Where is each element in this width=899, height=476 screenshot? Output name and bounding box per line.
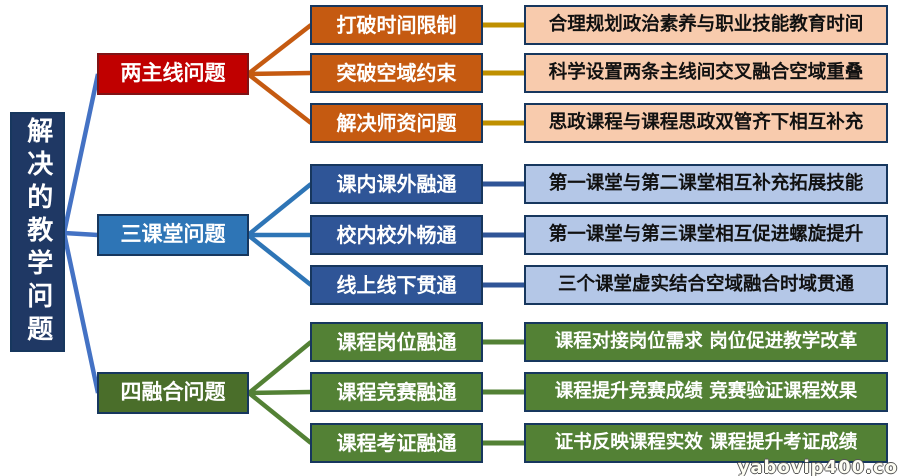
desc-three-classrooms-merge: 三个课堂虚实结合空域融合时域贯通	[524, 265, 888, 305]
branch-two-mainlines: 两主线问题	[97, 53, 249, 95]
connector-branch0-item0	[246, 23, 313, 76]
sub-node-online-offline: 线上线下贯通	[310, 265, 483, 305]
desc-first-second-classroom: 第一课堂与第二课堂相互补充拓展技能	[524, 164, 888, 204]
connector-branch0-item2	[246, 72, 313, 125]
sub-node-course-certificate: 课程考证融通	[310, 423, 483, 463]
root-node-title: 解决的教学问题	[10, 112, 65, 352]
sub-node-course-competition: 课程竞赛融通	[310, 372, 483, 412]
connector-root-branch-2	[61, 232, 101, 394]
connector-branch1-item0	[246, 182, 313, 237]
sub-node-break-space-limit: 突破空域约束	[310, 53, 483, 93]
sub-node-solve-teacher-issue: 解决师资问题	[310, 103, 483, 143]
connector-branch2-item0	[247, 340, 313, 395]
branch-four-integrations: 四融合问题	[97, 372, 249, 414]
desc-course-competition-score: 课程提升竞赛成绩 竞赛验证课程效果	[524, 372, 888, 412]
desc-first-third-classroom: 第一课堂与第三课堂相互促进螺旋提升	[524, 215, 888, 255]
connector-branch1-item2	[246, 233, 313, 287]
sub-node-in-out-class: 课内课外融通	[310, 164, 483, 204]
desc-plan-time: 合理规划政治素养与职业技能教育时间	[524, 5, 888, 45]
sub-node-in-out-school: 校内校外畅通	[310, 215, 483, 255]
sub-node-course-post: 课程岗位融通	[310, 322, 483, 362]
connector-root-branch-0	[61, 73, 101, 234]
desc-ideology-courses: 思政课程与课程思政双管齐下相互补充	[524, 103, 888, 143]
branch-three-classrooms: 三课堂问题	[97, 214, 249, 256]
sub-node-break-time-limit: 打破时间限制	[310, 5, 483, 45]
connector-branch0-item1	[247, 70, 312, 77]
desc-space-overlap: 科学设置两条主线间交叉融合空域重叠	[524, 53, 888, 93]
desc-certificate-results: 证书反映课程实效 课程提升考证成绩	[524, 423, 888, 463]
desc-course-post-needs: 课程对接岗位需求 岗位促进教学改革	[524, 322, 888, 362]
connector-root-branch-1	[63, 230, 99, 238]
watermark-text: yabovip400.co	[737, 457, 898, 476]
connector-branch2-item1	[248, 389, 312, 396]
connector-branch2-item2	[247, 391, 313, 445]
